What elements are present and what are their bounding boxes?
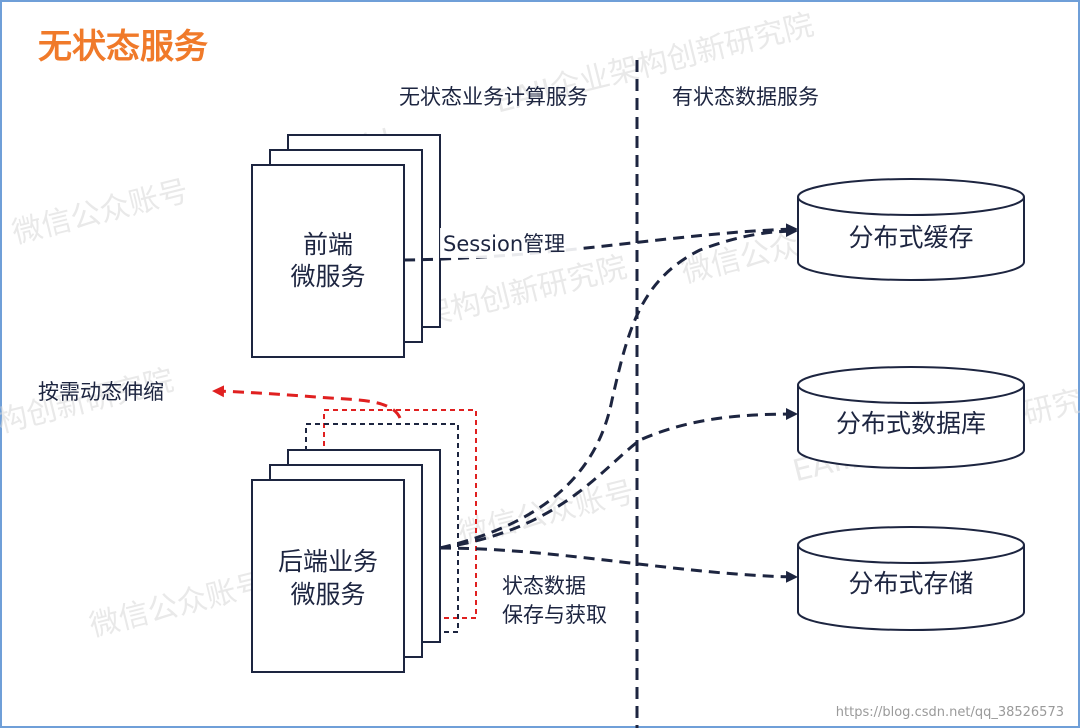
frontend-service-stack: 前端 微服务 bbox=[251, 134, 441, 358]
cylinder-cache: 分布式缓存 bbox=[797, 178, 1025, 281]
session-arrow bbox=[403, 223, 798, 262]
header-stateless: 无状态业务计算服务 bbox=[399, 85, 588, 109]
cylinder-database: 分布式数据库 bbox=[797, 366, 1025, 469]
backend-label-line1: 后端业务 bbox=[278, 547, 378, 576]
watermark-text: 微信公众账号 bbox=[86, 567, 269, 645]
watermark-text: 微信公众账号 bbox=[9, 174, 192, 252]
session-label: Session管理 bbox=[443, 232, 565, 256]
storage-label: 分布式存储 bbox=[848, 569, 973, 598]
state-label-line2: 保存与获取 bbox=[502, 603, 607, 627]
backend-to-storage-arrow bbox=[439, 546, 798, 583]
header-stateful: 有状态数据服务 bbox=[672, 85, 819, 109]
database-label: 分布式数据库 bbox=[836, 409, 986, 438]
cylinder-storage: 分布式存储 bbox=[797, 526, 1025, 631]
backend-to-cache-arrow bbox=[439, 225, 798, 550]
frontend-label-line2: 微服务 bbox=[290, 262, 365, 291]
backend-service-stack: 后端业务 微服务 bbox=[251, 449, 441, 673]
backend-label-line2: 微服务 bbox=[290, 580, 365, 609]
credit-text: https://blog.csdn.net/qq_38526573 bbox=[836, 705, 1064, 720]
frontend-label-line1: 前端 bbox=[303, 230, 353, 259]
backend-to-database-arrow bbox=[439, 408, 798, 550]
session-label-bg bbox=[440, 228, 582, 258]
scale-arrow bbox=[212, 385, 402, 419]
cache-label: 分布式缓存 bbox=[848, 223, 973, 252]
scale-label: 按需动态伸缩 bbox=[38, 380, 164, 404]
diagram-title: 无状态服务 bbox=[38, 27, 208, 67]
state-label-line1: 状态数据 bbox=[502, 574, 586, 598]
